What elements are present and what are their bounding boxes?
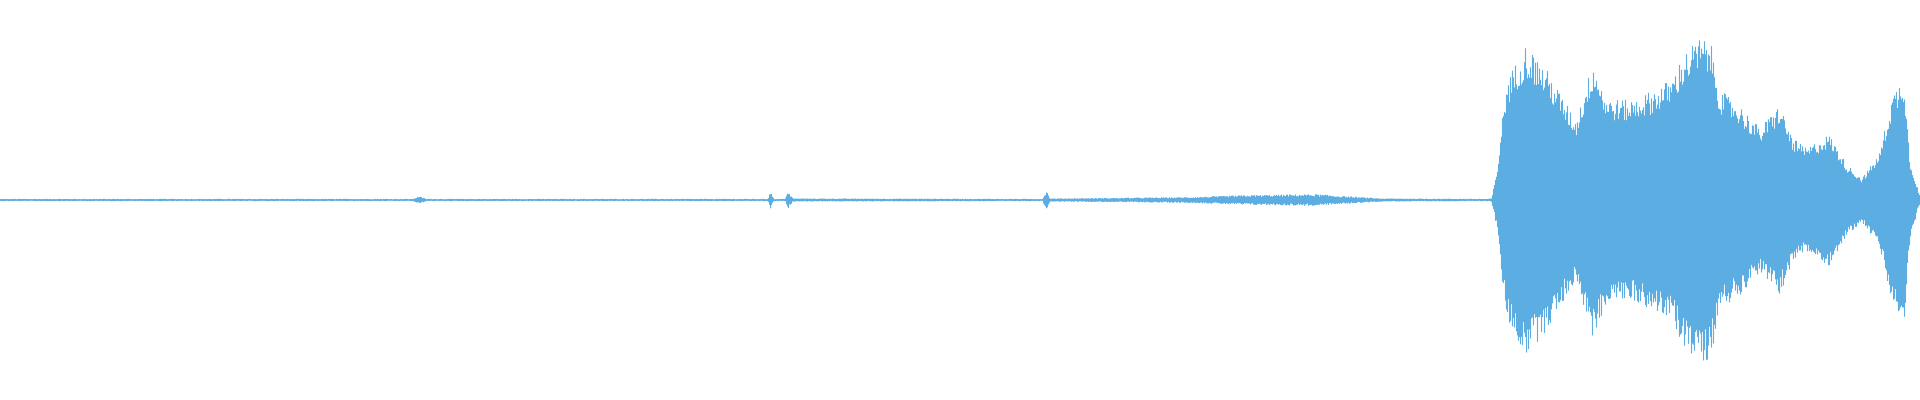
waveform-bars: [0, 40, 1920, 361]
